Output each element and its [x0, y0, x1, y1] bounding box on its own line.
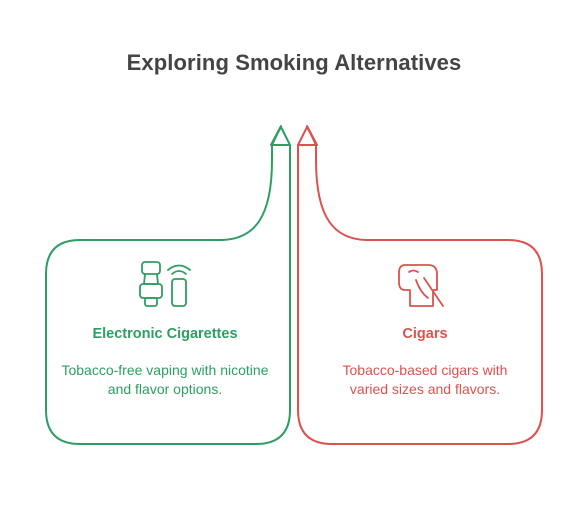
cigars-description: Tobacco-based cigars with varied sizes a… [342, 362, 508, 397]
cigars-title: Cigars [402, 326, 448, 342]
page-title: Exploring Smoking Alternatives [126, 50, 462, 75]
electronic-cigarettes-card-outline [45, 125, 291, 445]
cigars-arrow-head [297, 126, 318, 146]
electronic-cigarettes-description: Tobacco-free vaping with nicotine and fl… [61, 362, 269, 397]
vape-device-icon [139, 261, 191, 307]
cigar-icon [398, 264, 444, 307]
electronic-cigarettes-arrow-head [270, 126, 291, 146]
electronic-cigarettes-title: Electronic Cigarettes [92, 326, 238, 342]
cigars-card-outline [297, 125, 543, 445]
